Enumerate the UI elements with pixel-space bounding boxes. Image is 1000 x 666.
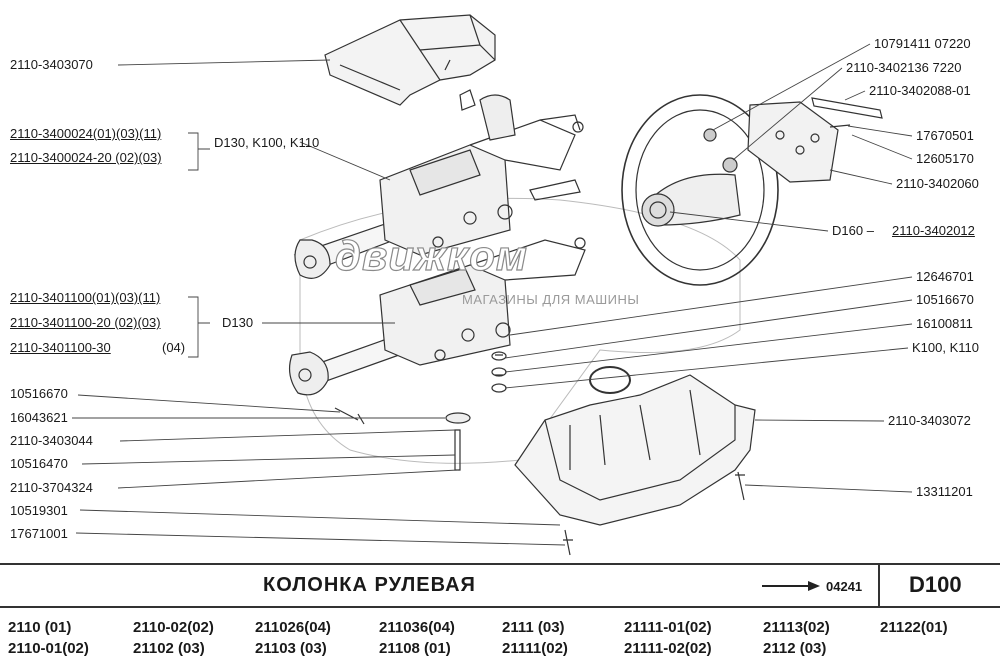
- model-item: 2110-02(02): [133, 619, 214, 636]
- callout-10516470: 10516470: [10, 456, 68, 471]
- callout-2110-3403070: 2110-3403070: [10, 57, 93, 72]
- footer-mid-rule: [0, 606, 1000, 608]
- page-title: КОЛОНКА РУЛЕВАЯ: [263, 574, 476, 596]
- callout-13311201: 13311201: [916, 484, 973, 499]
- model-item: 2110 (01): [8, 619, 72, 636]
- watermark-tagline: МАГАЗИНЫ ДЛЯ МАШИНЫ: [462, 292, 640, 307]
- model-item: 21103 (03): [255, 640, 327, 657]
- model-item: 21111(02): [502, 640, 568, 657]
- callout-12646701: 12646701: [916, 269, 974, 284]
- arrow-right-icon: [762, 581, 820, 591]
- callout-10516670-left: 10516670: [10, 386, 68, 401]
- model-item: 21102 (03): [133, 640, 205, 657]
- callout-2110-3704324: 2110-3704324: [10, 480, 93, 495]
- callout-17671001: 17671001: [10, 526, 68, 541]
- model-item: 2110-01(02): [8, 640, 89, 657]
- page-code: 04241: [826, 579, 863, 594]
- callout-10791411: 10791411 07220: [874, 36, 971, 51]
- callout-2110-3401100-30-suffix: (04): [162, 340, 186, 355]
- callout-10516670-right: 10516670: [916, 292, 974, 307]
- callout-2110-3402060: 2110-3402060: [896, 176, 979, 191]
- callout-2110-3401100-30: 2110-3401100-30: [10, 340, 111, 355]
- callout-2110-3403044: 2110-3403044: [10, 433, 93, 448]
- model-item: 21108 (01): [379, 640, 451, 657]
- model-item: 21113(02): [763, 619, 830, 636]
- callout-2110-3400024: 2110-3400024(01)(03)(11): [10, 126, 162, 141]
- callout-10519301: 10519301: [10, 503, 68, 518]
- upper-steering-column-part: [293, 89, 584, 279]
- callout-2110-3401100-20: 2110-3401100-20 (02)(03): [10, 315, 161, 330]
- callout-12605170: 12605170: [916, 151, 974, 166]
- footer-separator: [878, 563, 880, 606]
- footer-top-rule: [0, 563, 1000, 565]
- callout-variant-k100: K100, K110: [912, 340, 979, 355]
- steering-column-drawing: [72, 14, 913, 556]
- fasteners-part: [334, 351, 745, 556]
- lower-steering-column-part: [288, 237, 586, 396]
- callout-2110-3402012: 2110-3402012: [892, 223, 975, 238]
- callout-2110-3401100: 2110-3401100(01)(03)(11): [10, 290, 161, 305]
- lower-cover-part: [514, 374, 756, 526]
- callout-variant-wheel: D160 –: [832, 223, 874, 238]
- section-ref: D100: [909, 572, 962, 597]
- callout-2110-3403072: 2110-3403072: [888, 413, 971, 428]
- callout-2110-3400024-20: 2110-3400024-20 (02)(03): [10, 150, 162, 165]
- model-item: 211036(04): [379, 619, 455, 636]
- callout-2110-3402136: 2110-3402136 7220: [846, 60, 962, 75]
- callout-16100811: 16100811: [916, 316, 973, 331]
- model-item: 21111-01(02): [624, 619, 712, 636]
- upper-cover-part: [324, 14, 496, 106]
- callout-variant-lower: D130: [222, 315, 254, 330]
- callout-17670501: 17670501: [916, 128, 974, 143]
- horn-pad-part: [747, 97, 883, 183]
- callout-variant-upper: D130, K100, K110: [214, 135, 320, 150]
- model-item: 211026(04): [255, 619, 331, 636]
- model-item: 21122(01): [880, 619, 948, 636]
- model-item: 2112 (03): [763, 640, 827, 657]
- callout-16043621: 16043621: [10, 410, 68, 425]
- model-item: 21111-02(02): [624, 640, 712, 657]
- watermark-brand: движком: [334, 231, 528, 279]
- model-item: 2111 (03): [502, 619, 565, 636]
- callout-2110-3402088-01: 2110-3402088-01: [869, 83, 971, 98]
